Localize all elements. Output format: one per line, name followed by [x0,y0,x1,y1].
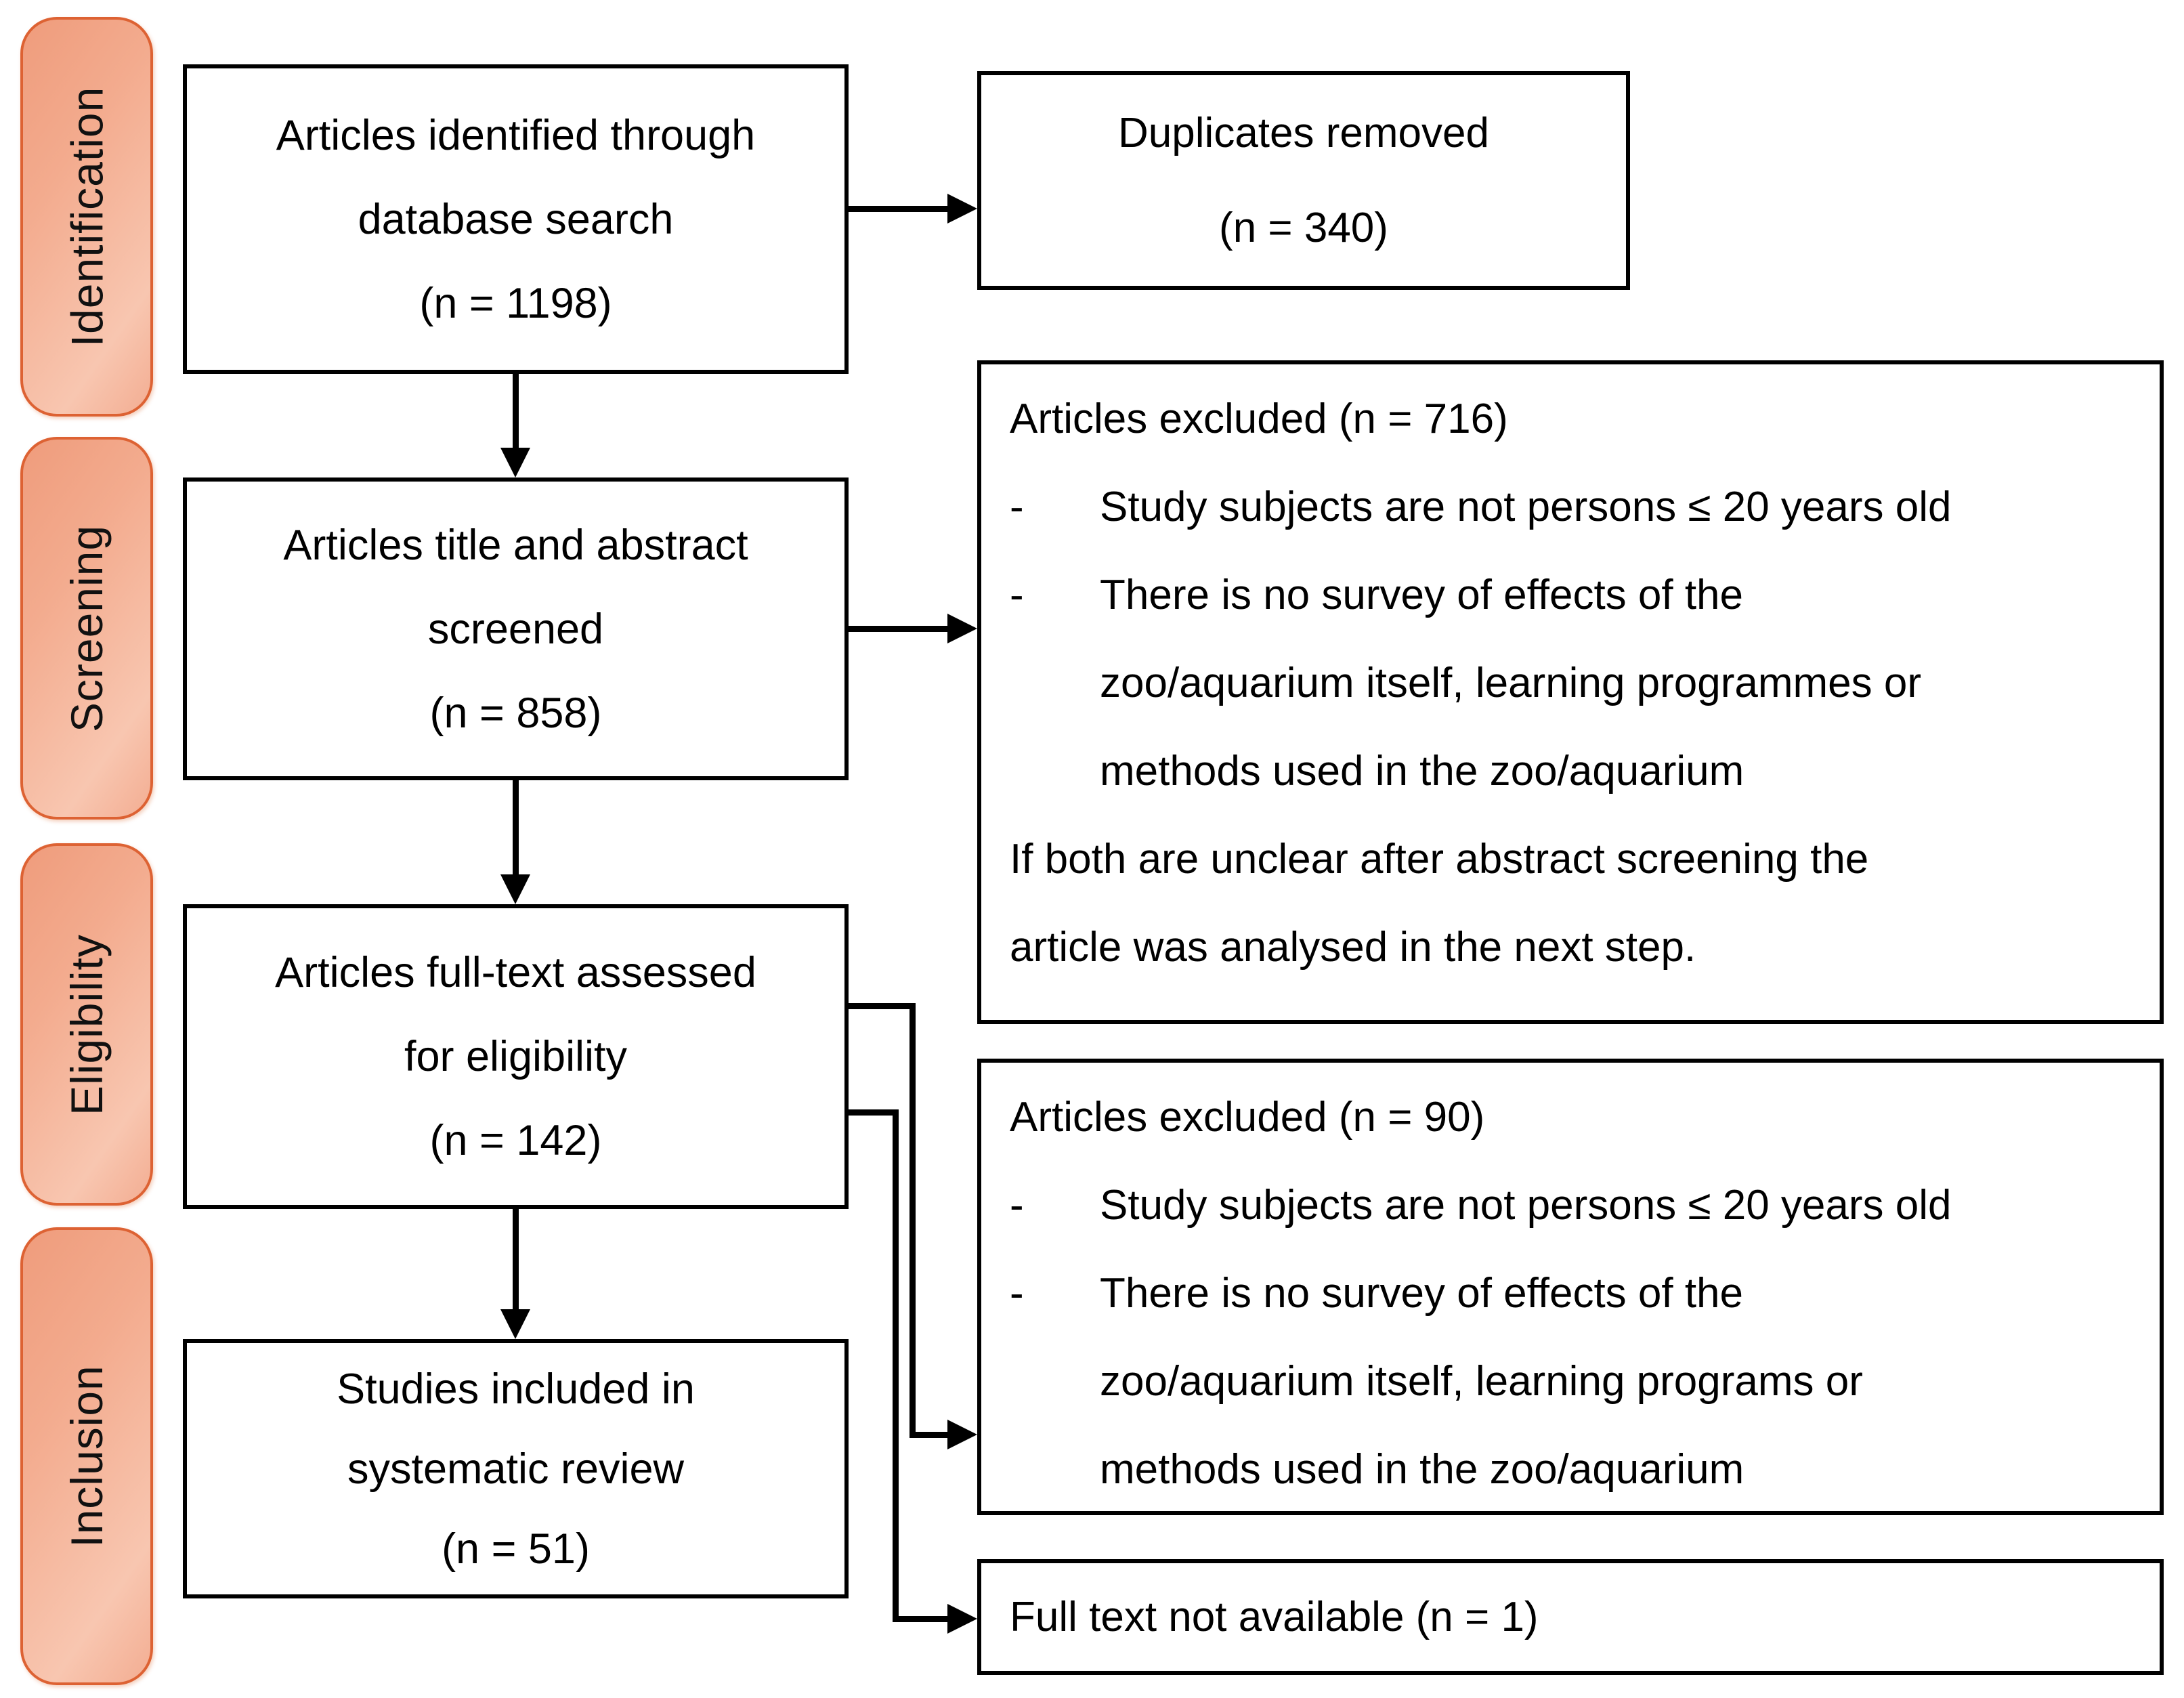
box-duplicates-removed-line-1: Duplicates removed [1118,109,1489,156]
excluded-eligibility-bullet-2-line-2: zoo/aquarium itself, learning programs o… [1100,1358,1863,1405]
box-articles-excluded-screening: Articles excluded (n = 716) - Study subj… [977,360,2164,1024]
stage-label-screening: Screening [62,524,112,732]
box-fulltext-not-available-label: Full text not available (n = 1) [1010,1594,1539,1640]
box-fulltext-assessed: Articles full-text assessed for eligibil… [183,904,849,1209]
excluded-screening-bullet-1: - Study subjects are not persons ≤ 20 ye… [1010,463,2139,551]
box-studies-included-count: (n = 51) [442,1525,590,1573]
box-title-abstract-screened-count: (n = 858) [429,689,602,737]
box-articles-identified-line-1: Articles identified through [276,111,756,159]
connector-identified-to-screened [513,374,519,450]
connector-screened-to-fulltext-assessed [513,780,519,875]
box-articles-identified-count: (n = 1198) [419,279,612,327]
excluded-screening-bullet-2: - There is no survey of effects of the z… [1010,551,2139,815]
box-duplicates-removed: Duplicates removed (n = 340) [977,71,1630,290]
stage-label-identification: Identification [62,86,112,347]
box-duplicates-removed-count: (n = 340) [1219,204,1388,251]
excluded-eligibility-bullet-2-line-3: methods used in the zoo/aquarium [1100,1446,1744,1493]
excluded-screening-bullet-2-line-2: zoo/aquarium itself, learning programmes… [1100,660,1921,706]
box-title-abstract-screened-line-1: Articles title and abstract [283,521,748,569]
box-fulltext-assessed-line-2: for eligibility [404,1033,628,1080]
excluded-eligibility-bullet-1-line-1: Study subjects are not persons ≤ 20 year… [1100,1182,1952,1229]
connector-assessed-to-fulltext-na-segment [893,1109,899,1622]
arrow-down-icon [500,874,530,904]
arrow-right-icon [947,1604,977,1634]
excluded-eligibility-heading: Articles excluded (n = 90) [1010,1094,1485,1141]
box-title-abstract-screened: Articles title and abstract screened (n … [183,477,849,780]
excluded-screening-note-line-2: article was analysed in the next step. [1010,924,1696,971]
box-articles-identified: Articles identified through database sea… [183,64,849,374]
connector-assessed-to-fulltext-na-segment [849,1109,899,1116]
connector-identified-to-duplicates [849,206,949,212]
arrow-down-icon [500,1309,530,1339]
connector-assessed-to-excluded90-segment [909,1432,949,1438]
connector-screened-to-excluded716 [849,626,949,632]
box-articles-excluded-eligibility: Articles excluded (n = 90) - Study subje… [977,1059,2164,1515]
connector-assessed-to-excluded90-segment [849,1003,916,1009]
connector-assessed-to-excluded90-segment [909,1003,916,1438]
box-articles-identified-line-2: database search [358,195,674,243]
excluded-eligibility-bullet-1: - Study subjects are not persons ≤ 20 ye… [1010,1162,2139,1250]
excluded-screening-bullet-2-line-1: There is no survey of effects of the [1100,572,1744,618]
connector-assessed-to-included [513,1209,519,1310]
stage-pill-eligibility: Eligibility [20,843,153,1206]
bullet-dash-icon: - [1010,484,1024,530]
stage-pill-inclusion: Inclusion [20,1227,153,1685]
stage-label-eligibility: Eligibility [62,933,112,1116]
excluded-screening-note-line-1: If both are unclear after abstract scree… [1010,836,1869,883]
box-studies-included: Studies included in systematic review (n… [183,1339,849,1598]
excluded-eligibility-bullet-2: - There is no survey of effects of the z… [1010,1250,2139,1514]
box-studies-included-line-1: Studies included in [337,1365,695,1413]
bullet-dash-icon: - [1010,1270,1024,1317]
stage-pill-screening: Screening [20,437,153,820]
bullet-dash-icon: - [1010,572,1024,618]
box-title-abstract-screened-line-2: screened [427,605,604,653]
arrow-right-icon [947,194,977,224]
box-fulltext-not-available: Full text not available (n = 1) [977,1559,2164,1675]
box-fulltext-assessed-line-1: Articles full-text assessed [275,949,756,996]
excluded-screening-bullet-1-line-1: Study subjects are not persons ≤ 20 year… [1100,484,1952,530]
arrow-right-icon [947,1420,977,1449]
stage-pill-identification: Identification [20,17,153,417]
box-studies-included-line-2: systematic review [347,1445,685,1493]
arrow-right-icon [947,614,977,643]
box-fulltext-assessed-count: (n = 142) [429,1117,602,1164]
excluded-screening-heading: Articles excluded (n = 716) [1010,396,1508,442]
connector-assessed-to-fulltext-na-segment [893,1616,949,1622]
excluded-eligibility-bullet-2-line-1: There is no survey of effects of the [1100,1270,1744,1317]
bullet-dash-icon: - [1010,1182,1024,1229]
excluded-screening-bullet-2-line-3: methods used in the zoo/aquarium [1100,748,1744,794]
arrow-down-icon [500,448,530,477]
stage-label-inclusion: Inclusion [62,1365,112,1548]
